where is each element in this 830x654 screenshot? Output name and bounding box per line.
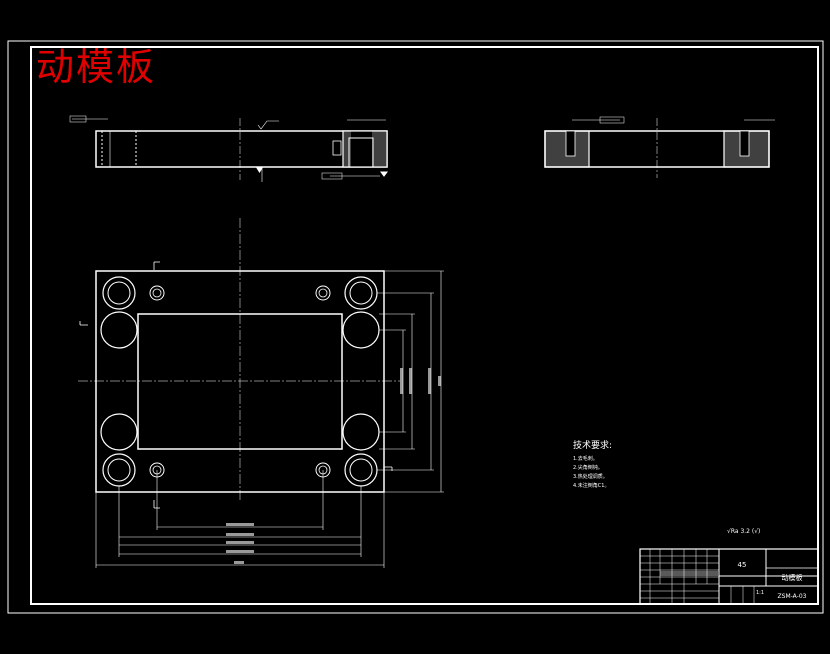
part-name-label: 动模板 (782, 573, 803, 582)
title-block (639, 548, 819, 605)
tech-requirement-item: 4.未注倒角C1。 (573, 482, 609, 489)
plan-view (78, 218, 444, 568)
drawing-title: 动模板 (36, 45, 157, 89)
drawing-number-label: ZSM-A-03 (778, 593, 807, 600)
scale-label: 1:1 (756, 590, 764, 596)
front-section-view (69, 115, 388, 182)
tech-requirements-heading: 技术要求: (573, 439, 612, 451)
inner-frame (30, 46, 819, 605)
side-section-view (544, 116, 775, 178)
tech-requirement-item: 1.去毛刺。 (573, 455, 598, 462)
outer-frame (7, 40, 824, 614)
surface-roughness-label: √Ra 3.2 (√) (727, 528, 760, 535)
material-label: 45 (738, 561, 747, 569)
tech-requirements: 技术要求: 1.去毛刺。 2.尖角倒钝。 3.热处理调质。 4.未注倒角C1。 (573, 439, 612, 489)
tech-requirement-item: 3.热处理调质。 (573, 473, 608, 480)
tech-requirement-item: 2.尖角倒钝。 (573, 464, 603, 471)
